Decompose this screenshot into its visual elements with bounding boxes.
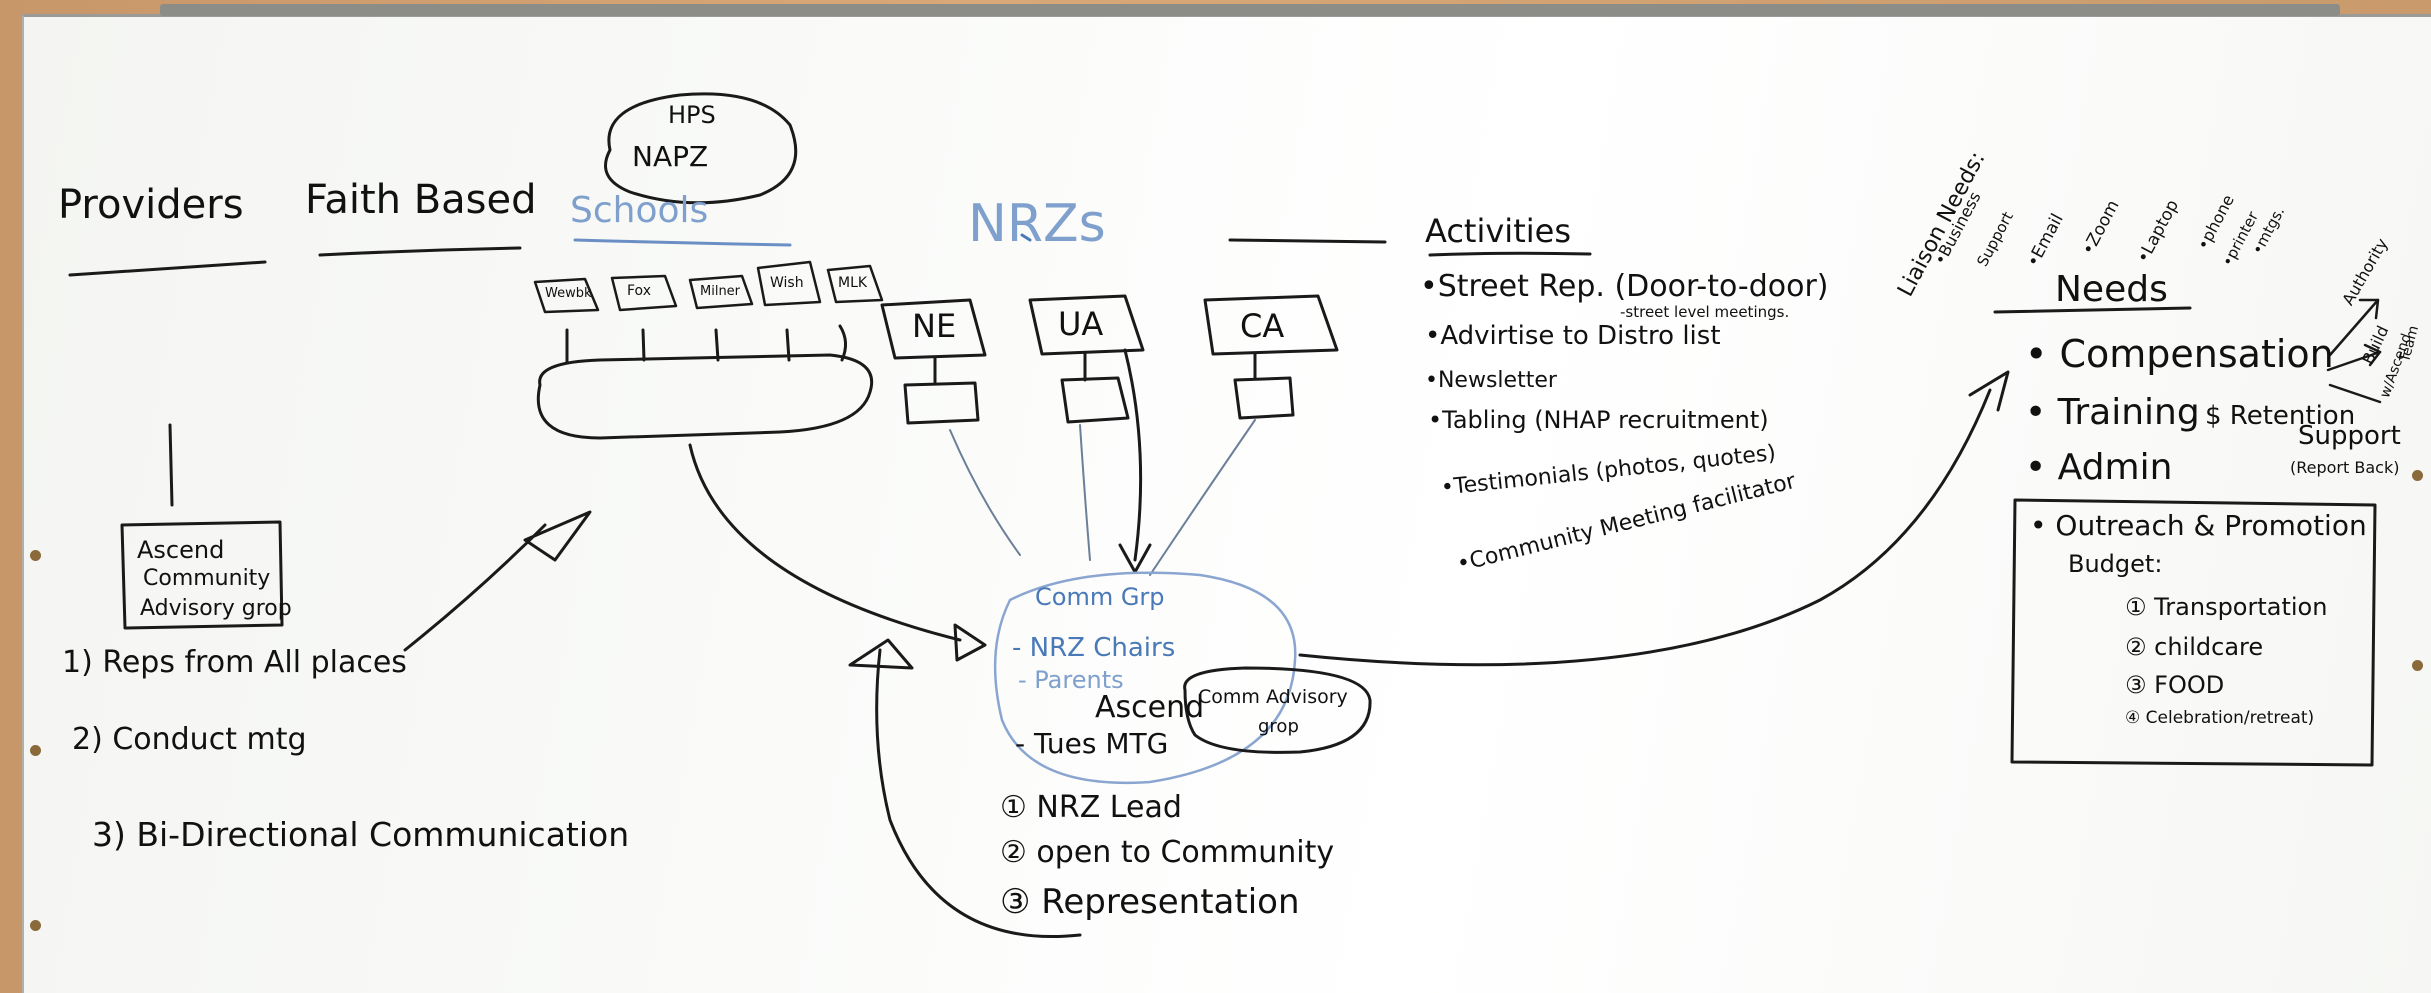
center-line-ascend: Ascend — [1095, 690, 1205, 725]
schools-arrow — [688, 443, 962, 642]
center-list-item-2: ② open to Community — [1000, 835, 1335, 870]
budget-item: ④ Celebration/retreat) — [2125, 708, 2315, 728]
school-flag-label: MLK — [838, 275, 868, 291]
schools-arrowhead — [953, 623, 987, 662]
ascend-box-line-2: Community — [143, 566, 271, 591]
providers-line — [168, 423, 174, 507]
schools-underline — [573, 238, 792, 247]
activity-item: •Advirtise to Distro list — [1425, 321, 1721, 351]
providers-underline — [68, 260, 267, 277]
center-list-item-1: ① NRZ Lead — [1000, 790, 1182, 825]
reps-arrow — [403, 523, 547, 652]
budget-item: ① Transportation — [2125, 593, 2328, 621]
left-list-item-1: 1) Reps from All places — [62, 645, 407, 680]
budget-heading: • Outreach & Promotion — [2030, 509, 2367, 542]
needs-heading: Needs — [2055, 269, 2168, 310]
ascend-box-line-1: Ascend — [137, 536, 225, 564]
bubble-text-2: grop — [1258, 716, 1299, 737]
center-line-tues-mtg: - Tues MTG — [1015, 727, 1169, 760]
needs-item-admin: • Admin — [2025, 447, 2173, 488]
whiteboard — [22, 14, 2431, 993]
needs-arrow — [1298, 388, 1992, 667]
nrz-boxes — [903, 352, 1295, 425]
whiteboard-top-rail — [160, 4, 2340, 16]
activity-item: •Newsletter — [1425, 368, 1557, 393]
left-list-item-2: 2) Conduct mtg — [72, 722, 307, 757]
cloud-text-hps: HPS — [668, 101, 716, 129]
activities-underline — [1428, 251, 1592, 257]
support-label: Support — [2298, 421, 2401, 451]
board-screw — [30, 745, 41, 756]
ascend-box-line-3: Advisory grop — [140, 596, 292, 621]
hps-cloud — [604, 92, 798, 205]
connector-lines — [949, 419, 1256, 576]
budget-label: Budget: — [2068, 550, 2163, 578]
needs-underline — [1993, 306, 2192, 314]
right-arrows — [2326, 298, 2382, 404]
reps-arrowhead — [523, 510, 592, 562]
bubble-text-1: Comm Advisory — [1198, 686, 1348, 708]
needs-item-compensation: • Compensation — [2025, 332, 2334, 376]
representation-arrow — [875, 648, 1082, 939]
schools-heading: Schools — [570, 190, 709, 231]
school-flag-label: Wewbk — [545, 286, 592, 301]
comm-advisory-bubble — [1183, 666, 1372, 754]
needs-arrowhead — [1968, 370, 2010, 412]
report-back-label: (Report Back) — [2290, 458, 2400, 477]
needs-item-training: • Training — [2025, 392, 2200, 433]
board-screw — [2412, 660, 2423, 671]
comm-group-oval — [993, 571, 1297, 784]
activity-item: •Street Rep. (Door-to-door) — [1420, 269, 1829, 304]
schools-oval — [536, 353, 873, 440]
nrz-flag-ua: UA — [1058, 305, 1104, 343]
nrz-tick — [1020, 233, 1032, 242]
activity-subitem: -street level meetings. — [1620, 303, 1790, 321]
budget-item: ③ FOOD — [2125, 671, 2225, 699]
nrz-flags — [880, 294, 1339, 360]
ua-arrow — [1123, 348, 1143, 562]
school-flag-label: Milner — [700, 284, 741, 299]
ascend-box — [120, 520, 284, 630]
needs-item-retention: $ Retention — [2205, 401, 2356, 431]
activities-heading: Activities — [1425, 212, 1571, 250]
nrz-heading: NRZs — [968, 194, 1106, 254]
budget-box — [2010, 498, 2377, 767]
cloud-text-napz: NAPZ — [632, 140, 709, 173]
school-flags — [533, 260, 884, 314]
school-flag-label: Wish — [770, 275, 804, 291]
nrz-flag-ne: NE — [912, 307, 957, 345]
board-screw — [2412, 470, 2423, 481]
center-line-nrz-chairs: - NRZ Chairs — [1012, 633, 1176, 663]
faith-based-heading: Faith Based — [305, 177, 537, 223]
budget-item: ② childcare — [2125, 633, 2264, 661]
activity-item: •Tabling (NHAP recruitment) — [1428, 406, 1769, 434]
center-line-comm-grp: Comm Grp — [1035, 583, 1165, 611]
blank-underline — [1228, 238, 1387, 244]
school-flag-label: Fox — [627, 283, 651, 299]
representation-arrowhead — [848, 638, 914, 670]
faith-based-underline — [318, 246, 522, 257]
providers-heading: Providers — [58, 182, 244, 228]
board-screw — [30, 920, 41, 931]
left-list-item-3: 3) Bi-Directional Communication — [92, 815, 630, 854]
center-list-item-3: ③ Representation — [1000, 882, 1300, 922]
nrz-flag-ca: CA — [1240, 307, 1285, 345]
board-screw — [30, 550, 41, 561]
center-line-parents: - Parents — [1018, 666, 1124, 694]
